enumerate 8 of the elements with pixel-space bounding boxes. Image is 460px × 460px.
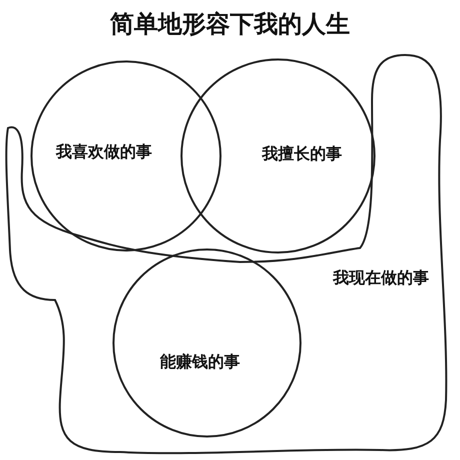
venn-circle	[180, 58, 376, 254]
region-label: 我喜欢做的事	[56, 142, 152, 163]
region-label: 我擅长的事	[262, 144, 342, 165]
title: 简单地形容下我的人生	[109, 9, 351, 40]
region-label: 我现在做的事	[333, 268, 429, 289]
region-label: 能赚钱的事	[160, 352, 240, 373]
venn-circle	[30, 60, 222, 252]
venn-circle	[112, 248, 302, 438]
